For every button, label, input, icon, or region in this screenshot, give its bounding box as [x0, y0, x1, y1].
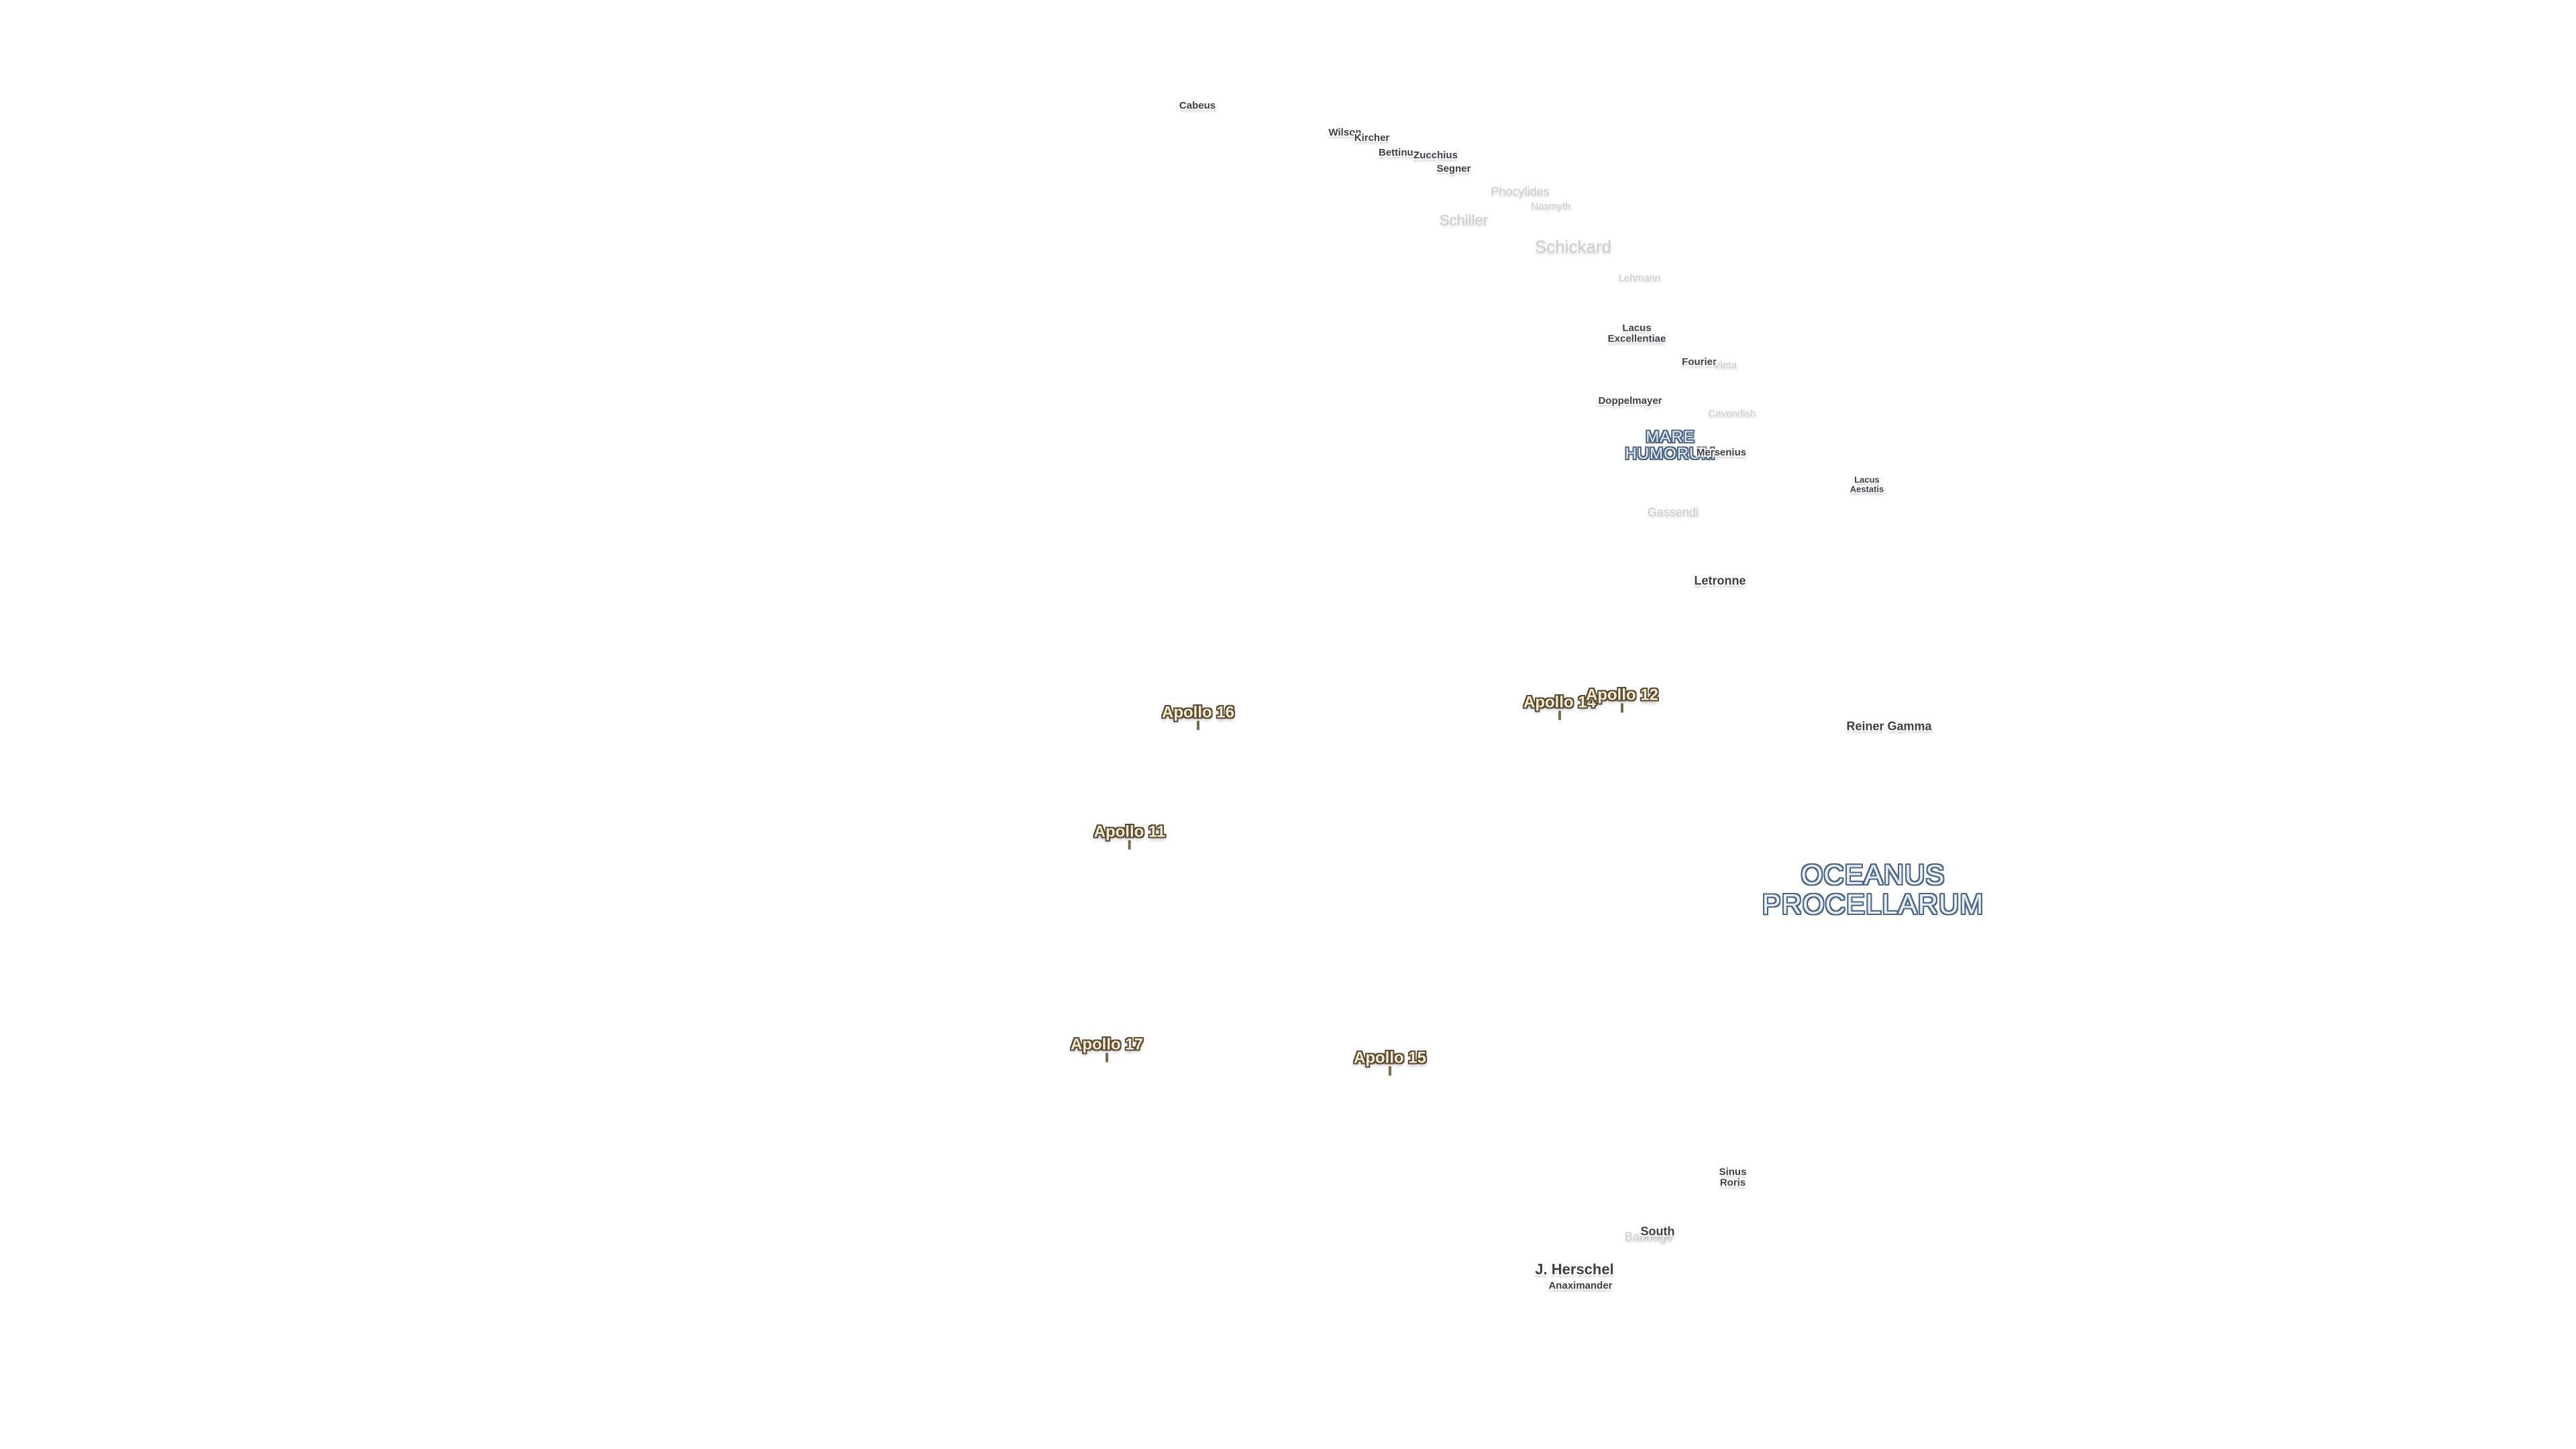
apollo-15-site[interactable]: Apollo 15: [1353, 1049, 1427, 1076]
label-doppelmayer[interactable]: Doppelmayer: [1598, 395, 1662, 407]
apollo-16-site[interactable]: Apollo 16: [1161, 703, 1235, 731]
apollo-15-pin-icon: [1388, 1066, 1391, 1076]
label-schickard[interactable]: Schickard: [1534, 236, 1612, 257]
label-zucchius[interactable]: Zucchius: [1413, 150, 1458, 162]
label-mare-humorum-line2: HUMORUM: [1625, 445, 1716, 463]
apollo-12-pin-icon: [1620, 703, 1623, 713]
label-bettinus[interactable]: Bettinus: [1379, 147, 1419, 159]
label-wilson[interactable]: Wilson: [1328, 127, 1362, 139]
apollo-17-site[interactable]: Apollo 17: [1070, 1035, 1144, 1063]
label-schiller[interactable]: Schiller: [1439, 211, 1489, 229]
label-babbage[interactable]: Babbage: [1624, 1230, 1674, 1244]
label-nasmyth[interactable]: Nasmyth: [1531, 201, 1571, 213]
label-lacus-aestatis[interactable]: Lacus Aestatis: [1850, 475, 1884, 493]
apollo-14-label: Apollo 14: [1523, 693, 1597, 712]
apollo-17-label: Apollo 17: [1070, 1035, 1144, 1054]
label-oceanus-procellarum[interactable]: OCEANUS PROCELLARUM: [1762, 858, 1984, 920]
label-j-herschel[interactable]: J. Herschel: [1535, 1260, 1614, 1278]
apollo-16-label: Apollo 16: [1161, 703, 1235, 722]
label-mare-humorum[interactable]: MARE HUMORUM: [1625, 427, 1716, 463]
apollo-12-label: Apollo 12: [1585, 686, 1659, 704]
label-oceanus-procellarum-line2: PROCELLARUM: [1762, 888, 1984, 920]
label-sinus-roris[interactable]: Sinus Roris: [1719, 1167, 1747, 1188]
apollo-11-site[interactable]: Apollo 11: [1093, 822, 1166, 850]
apollo-11-label: Apollo 11: [1093, 822, 1166, 841]
label-letronne[interactable]: Letronne: [1694, 574, 1746, 588]
label-sinus-roris-line2: Roris: [1719, 1177, 1746, 1188]
apollo-14-pin-icon: [1558, 710, 1561, 720]
label-vieta[interactable]: Vieta: [1714, 360, 1737, 372]
label-lacus-excellentiae-line2: Excellentiae: [1607, 333, 1666, 344]
label-phocylides[interactable]: Phocylides: [1491, 184, 1550, 199]
label-cabeus[interactable]: Cabeus: [1179, 100, 1216, 112]
label-lacus-aestatis-line2: Aestatis: [1849, 484, 1884, 494]
label-oceanus-procellarum-line1: OCEANUS: [1801, 858, 1945, 890]
label-segner[interactable]: Segner: [1436, 163, 1471, 175]
label-anaximander[interactable]: Anaximander: [1548, 1280, 1613, 1292]
label-cavendish[interactable]: Cavendish: [1708, 408, 1756, 420]
apollo-11-pin-icon: [1128, 840, 1131, 850]
apollo-17-pin-icon: [1105, 1053, 1108, 1063]
apollo-16-pin-icon: [1196, 720, 1199, 731]
apollo-12-site[interactable]: Apollo 12: [1585, 686, 1659, 713]
label-mare-humorum-line1: MARE: [1646, 427, 1695, 446]
apollo-15-label: Apollo 15: [1353, 1049, 1427, 1067]
label-lehmann[interactable]: Lehmann: [1618, 272, 1661, 284]
label-sinus-roris-line1: Sinus: [1719, 1166, 1747, 1178]
apollo-14-site[interactable]: Apollo 14: [1523, 693, 1597, 720]
label-south[interactable]: South: [1640, 1224, 1675, 1238]
label-kircher[interactable]: Kircher: [1354, 132, 1390, 144]
label-mersenius[interactable]: Mersenius: [1696, 447, 1747, 459]
label-lacus-excellentiae-line1: Lacus: [1622, 322, 1652, 334]
label-fourier[interactable]: Fourier: [1682, 356, 1717, 368]
label-reiner-gamma[interactable]: Reiner Gamma: [1846, 719, 1932, 733]
label-gassendi[interactable]: Gassendi: [1647, 505, 1699, 519]
label-lacus-excellentiae[interactable]: Lacus Excellentiae: [1608, 323, 1666, 344]
label-lacus-aestatis-line1: Lacus: [1854, 474, 1880, 485]
